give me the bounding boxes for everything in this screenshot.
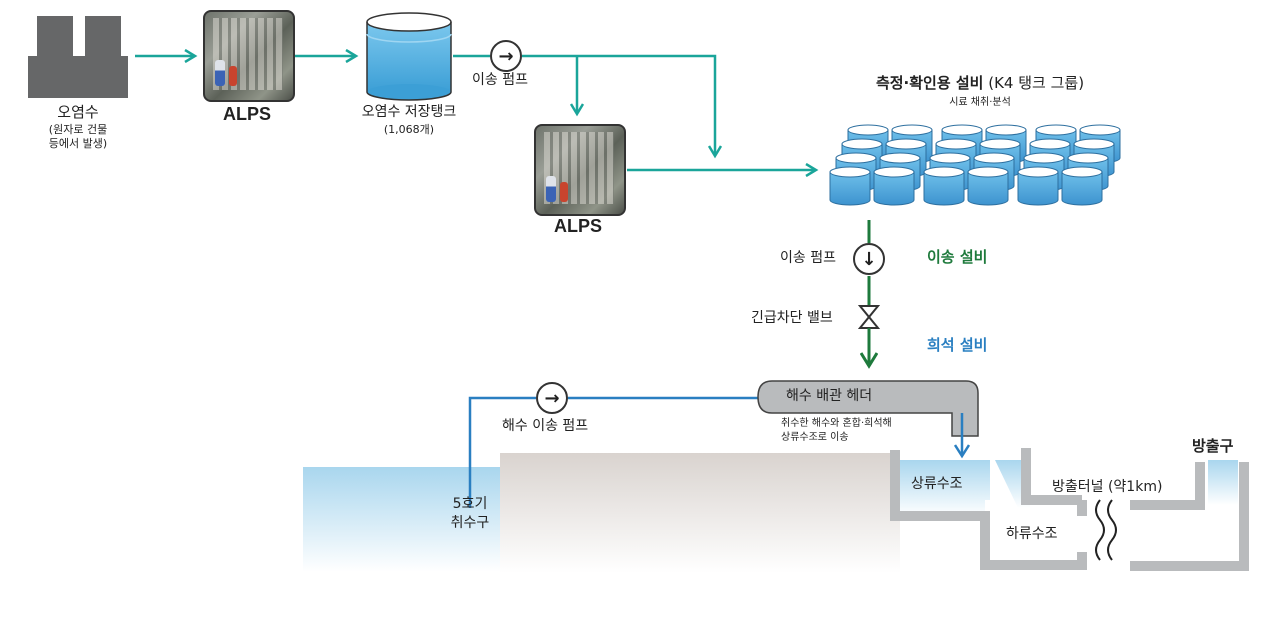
k4-tank-cylinder	[873, 166, 915, 206]
intake-label-1: 5호기	[452, 496, 488, 512]
header-pipe-label: 해수 배관 헤더	[786, 388, 873, 404]
upstream-tank-label: 상류수조	[911, 476, 963, 492]
k4-tank-group	[829, 124, 1121, 206]
k4-tank-cylinder	[1061, 166, 1103, 206]
k4-tank-cylinder	[967, 166, 1009, 206]
header-pipe-shape	[757, 380, 979, 437]
tunnel-squiggle-1	[1095, 499, 1105, 561]
emergency-valve-icon	[857, 305, 881, 329]
line-pump-branches	[522, 54, 715, 156]
measurement-title: 측정·확인용 설비 (K4 탱크 그룹)	[830, 74, 1130, 92]
k4-tank-cylinder	[1017, 166, 1059, 206]
ground	[500, 453, 900, 573]
outfall-structure	[890, 448, 1249, 571]
transfer-pump-mid-icon: ↓	[853, 243, 885, 275]
alps-label-1: ALPS	[222, 104, 271, 124]
factory-icon	[28, 16, 128, 98]
transfer-pump-top-label: 이송 펌프	[472, 72, 528, 88]
dilution-facility-label: 희석 설비	[927, 336, 988, 354]
storage-tank-count: (1,068개)	[383, 123, 435, 136]
k4-tank-cylinder	[923, 166, 965, 206]
measurement-subtitle: 시료 채취·분석	[949, 97, 1011, 108]
measurement-title-bold: 측정·확인용 설비	[875, 74, 984, 92]
transfer-pump-mid-label: 이송 펌프	[780, 250, 836, 266]
header-pipe-note-1: 취수한 해수와 혼합·희석해	[781, 418, 892, 429]
header-pipe-note-2: 상류수조로 이송	[781, 432, 849, 443]
source-label: 오염수	[57, 103, 99, 121]
transfer-pump-top-icon: →	[490, 40, 522, 72]
storage-tank-icon	[366, 12, 452, 101]
source-note-2: 등에서 발생)	[48, 137, 108, 150]
seawater-pipe	[468, 396, 536, 508]
alps-photo-1	[203, 10, 295, 102]
emergency-valve-label: 긴급차단 밸브	[751, 310, 833, 326]
source-note-1: (원자로 건물	[48, 123, 108, 136]
seawater-pump-icon: →	[536, 382, 568, 414]
storage-tank-label: 오염수 저장탱크	[361, 104, 457, 120]
alps-photo-2	[534, 124, 626, 216]
k4-tank-cylinder	[829, 166, 871, 206]
tunnel-squiggle-2	[1107, 499, 1117, 561]
measurement-title-suffix: (K4 탱크 그룹)	[983, 74, 1085, 92]
intake-label-2: 취수구	[450, 515, 490, 531]
outlet-label: 방출구	[1192, 437, 1234, 455]
transfer-facility-label: 이송 설비	[927, 248, 988, 266]
tunnel-label: 방출터널 (약1km)	[1052, 479, 1163, 495]
alps-label-2: ALPS	[553, 216, 602, 236]
seawater-pump-label: 해수 이송 펌프	[502, 418, 589, 434]
downstream-tank-label: 하류수조	[1006, 526, 1058, 542]
